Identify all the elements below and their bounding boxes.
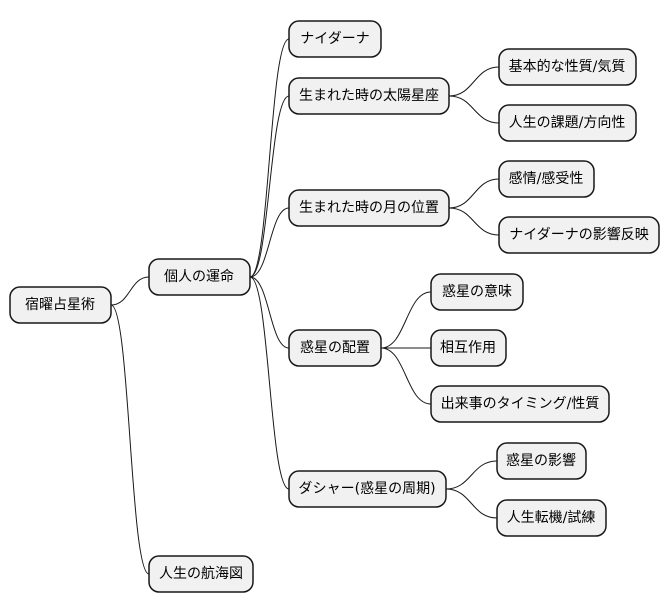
node-root: 宿曜占星術 xyxy=(9,286,112,324)
node-planet-placement-label: 惑星の配置 xyxy=(300,340,370,356)
node-emotion-label: 感情/感受性 xyxy=(509,170,584,187)
node-dasha-label: ダシャー(惑星の周期) xyxy=(298,481,435,497)
node-moon-position-label: 生まれた時の月の位置 xyxy=(299,200,439,216)
node-basic-nature-label: 基本的な性質/気質 xyxy=(509,58,626,75)
node-sun-sign-label: 生まれた時の太陽星座 xyxy=(299,88,439,104)
node-naidana-label: ナイダーナ xyxy=(300,31,369,47)
node-fate: 個人の運命 xyxy=(148,258,251,296)
node-life-task-label: 人生の課題/方向性 xyxy=(509,115,626,131)
connector-line xyxy=(249,38,290,278)
connector-line xyxy=(448,95,500,124)
connector-line xyxy=(249,276,290,490)
node-chart: 人生の航海図 xyxy=(148,555,254,593)
node-event-timing-label: 出来事のタイミング/性質 xyxy=(441,396,600,412)
connector-line xyxy=(448,66,500,97)
node-naidana: ナイダーナ xyxy=(288,20,382,58)
node-emotion: 感情/感受性 xyxy=(498,160,595,198)
node-planet-influence: 惑星の影響 xyxy=(496,442,587,480)
node-life-task: 人生の課題/方向性 xyxy=(498,104,637,142)
connector-line xyxy=(445,460,498,490)
node-planet-meaning-label: 惑星の意味 xyxy=(442,283,512,300)
node-life-turning-point: 人生転機/試練 xyxy=(496,499,607,537)
connector-line xyxy=(249,95,290,278)
node-event-timing: 出来事のタイミング/性質 xyxy=(430,385,610,423)
connector-line xyxy=(110,276,150,306)
node-planet-placement: 惑星の配置 xyxy=(288,329,382,367)
connector-line xyxy=(380,291,432,349)
node-interaction-label: 相互作用 xyxy=(440,340,496,356)
node-basic-nature: 基本的な性質/気質 xyxy=(498,48,637,86)
connector-line xyxy=(110,304,150,575)
connector-line xyxy=(380,347,432,405)
node-root-label: 宿曜占星術 xyxy=(25,296,95,313)
node-moon-position: 生まれた時の月の位置 xyxy=(288,189,450,227)
connector-line xyxy=(249,276,290,349)
node-naidana-influence: ナイダーナの影響反映 xyxy=(498,216,660,254)
node-planet-influence-label: 惑星の影響 xyxy=(506,452,576,469)
node-chart-label: 人生の航海図 xyxy=(159,566,243,582)
node-interaction: 相互作用 xyxy=(430,329,507,367)
node-naidana-influence-label: ナイダーナの影響反映 xyxy=(509,226,648,243)
connector-line xyxy=(448,178,500,209)
node-dasha: ダシャー(惑星の周期) xyxy=(288,470,447,508)
node-fate-label: 個人の運命 xyxy=(164,268,234,285)
node-planet-meaning: 惑星の意味 xyxy=(430,273,524,311)
connector-lines xyxy=(110,38,500,575)
node-life-turning-point-label: 人生転機/試練 xyxy=(507,510,596,526)
node-sun-sign: 生まれた時の太陽星座 xyxy=(288,77,450,115)
connector-line xyxy=(448,207,500,236)
connector-line xyxy=(249,207,290,278)
connector-line xyxy=(445,488,498,519)
